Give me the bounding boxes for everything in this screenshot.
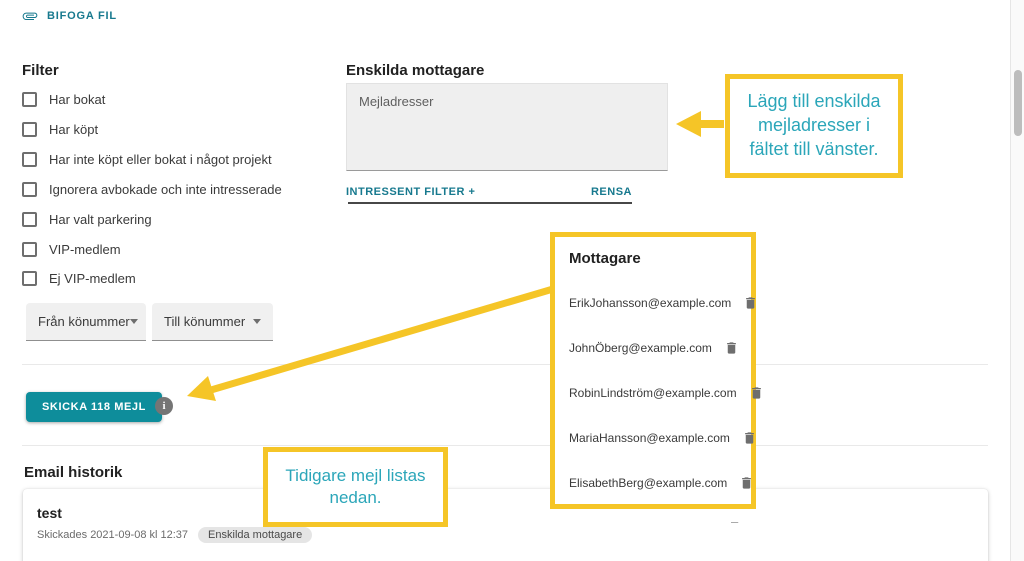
checkbox-label: Har bokat bbox=[49, 91, 106, 107]
annotation-text: Tidigare mejl listas nedan. bbox=[285, 465, 426, 507]
recipient-email: MariaHansson@example.com bbox=[569, 430, 730, 445]
recipient-row: RobinLindström@example.com bbox=[569, 383, 761, 402]
checkbox-label: Ignorera avbokade och inte intresserade bbox=[49, 181, 282, 197]
recipient-row: ErikJohansson@example.com bbox=[569, 293, 756, 312]
divider bbox=[22, 445, 988, 446]
filter-title: Filter bbox=[22, 62, 59, 79]
history-meta: Skickades 2021-09-08 kl 12:37 Enskilda m… bbox=[37, 527, 974, 543]
checkbox-ignorera-avbokade[interactable] bbox=[22, 181, 37, 197]
from-queue-label: Från könummer bbox=[38, 314, 130, 329]
links-underline bbox=[348, 202, 632, 204]
attach-file-label: BIFOGA FIL bbox=[47, 10, 117, 22]
individual-recipients-title: Enskilda mottagare bbox=[346, 62, 485, 79]
delete-recipient-icon[interactable] bbox=[724, 340, 739, 356]
email-history-title: Email historik bbox=[24, 464, 123, 481]
send-mail-button[interactable]: SKICKA 118 MEJL bbox=[26, 392, 162, 422]
mail-addresses-input[interactable] bbox=[346, 83, 668, 171]
scrollbar-thumb[interactable] bbox=[1014, 70, 1022, 136]
paperclip-icon bbox=[22, 8, 38, 24]
checkbox-har-inte-kopt[interactable] bbox=[22, 151, 37, 167]
recipients-title: Mottagare bbox=[569, 250, 641, 267]
filter-row-parkering: Har valt parkering bbox=[22, 209, 152, 229]
arrow-to-send-button-head bbox=[187, 376, 216, 401]
annotation-previous-mails: Tidigare mejl listas nedan. bbox=[263, 447, 448, 527]
clear-link[interactable]: RENSA bbox=[590, 186, 632, 198]
annotation-add-addresses: Lägg till enskilda mejladresser i fältet… bbox=[725, 74, 903, 178]
chevron-down-icon bbox=[129, 319, 138, 324]
filter-row-har-inte-kopt: Har inte köpt eller bokat i något projek… bbox=[22, 149, 272, 169]
delete-recipient-icon[interactable] bbox=[749, 385, 764, 401]
chevron-down-icon bbox=[253, 319, 261, 324]
recipient-row: ElisabethBerg@example.com bbox=[569, 473, 752, 492]
info-icon[interactable]: i bbox=[155, 397, 173, 415]
recipients-links-row: INTRESSENT FILTER + RENSA bbox=[346, 186, 632, 198]
checkbox-label: Har köpt bbox=[49, 121, 99, 137]
recipient-row: JohnÖberg@example.com bbox=[569, 338, 737, 357]
from-queue-select[interactable]: Från könummer bbox=[26, 303, 146, 341]
filter-row-ej-vip: Ej VIP-medlem bbox=[22, 268, 136, 288]
filter-row-har-kopt: Har köpt bbox=[22, 119, 98, 139]
recipients-box: Mottagare ErikJohansson@example.com John… bbox=[550, 232, 761, 509]
recipient-row: MariaHansson@example.com bbox=[569, 428, 754, 447]
arrow-to-textarea-head bbox=[676, 111, 701, 137]
annotation-text: Lägg till enskilda mejladresser i fältet… bbox=[747, 91, 881, 159]
filter-row-har-bokat: Har bokat bbox=[22, 89, 105, 109]
recipient-email: ErikJohansson@example.com bbox=[569, 295, 732, 310]
history-subject: test bbox=[37, 505, 62, 521]
checkbox-ej-vip-medlem[interactable] bbox=[22, 270, 37, 286]
recipient-email: JohnÖberg@example.com bbox=[569, 340, 712, 355]
to-queue-label: Till könummer bbox=[164, 314, 246, 329]
checkbox-label: Har inte köpt eller bokat i något projek… bbox=[49, 151, 272, 167]
checkbox-har-kopt[interactable] bbox=[22, 121, 37, 137]
divider bbox=[22, 364, 988, 365]
delete-recipient-icon[interactable] bbox=[739, 475, 754, 491]
checkbox-vip-medlem[interactable] bbox=[22, 241, 37, 257]
attach-file-button[interactable]: BIFOGA FIL bbox=[22, 8, 117, 24]
checkbox-label: Har valt parkering bbox=[49, 211, 152, 227]
history-sent-date: Skickades 2021-09-08 kl 12:37 bbox=[37, 529, 189, 541]
history-entry-card[interactable]: test Skickades 2021-09-08 kl 12:37 Enski… bbox=[23, 489, 988, 561]
recipient-email: ElisabethBerg@example.com bbox=[569, 475, 728, 490]
filter-row-ignorera: Ignorera avbokade och inte intresserade bbox=[22, 179, 282, 199]
interest-filter-link[interactable]: INTRESSENT FILTER + bbox=[346, 186, 476, 198]
checkbox-label: Ej VIP-medlem bbox=[49, 270, 136, 286]
delete-recipient-icon[interactable] bbox=[743, 295, 758, 311]
scrollbar-track[interactable] bbox=[1010, 0, 1024, 561]
dash-placeholder: – bbox=[731, 514, 739, 529]
checkbox-har-valt-parkering[interactable] bbox=[22, 211, 37, 227]
checkbox-label: VIP-medlem bbox=[49, 241, 121, 257]
filter-row-vip: VIP-medlem bbox=[22, 239, 121, 259]
to-queue-select[interactable]: Till könummer bbox=[152, 303, 273, 341]
history-type-badge: Enskilda mottagare bbox=[198, 527, 313, 543]
checkbox-har-bokat[interactable] bbox=[22, 91, 37, 107]
delete-recipient-icon[interactable] bbox=[742, 430, 757, 446]
recipient-email: RobinLindström@example.com bbox=[569, 385, 737, 400]
